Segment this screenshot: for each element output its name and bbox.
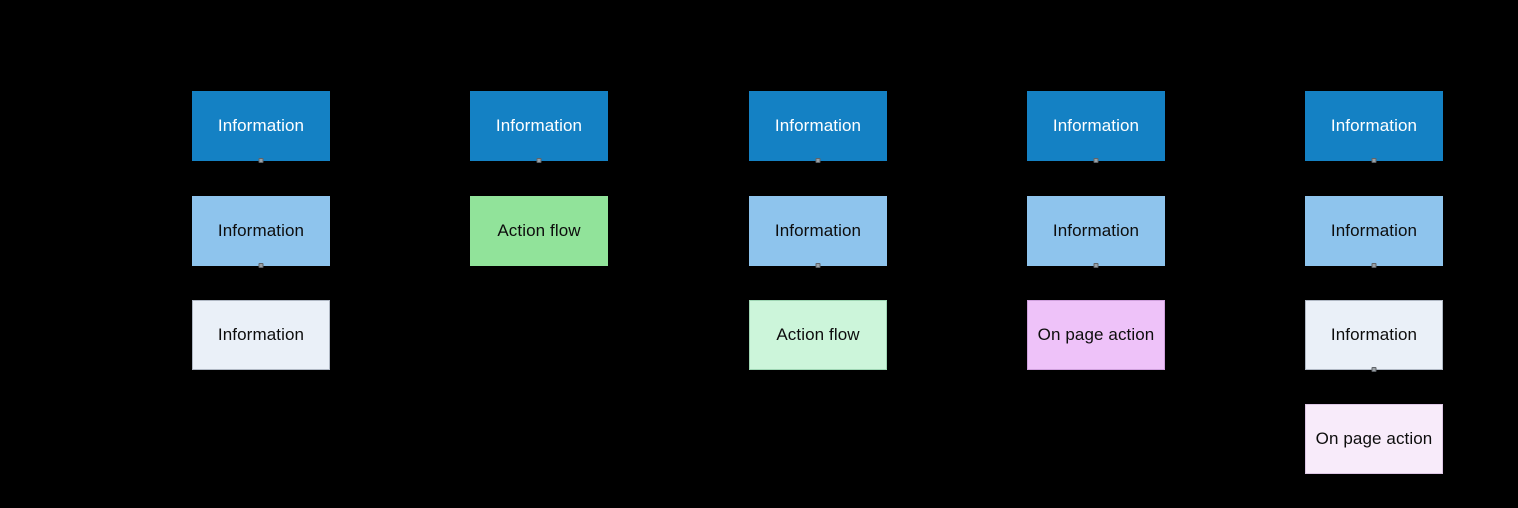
connector-port-dot[interactable] — [1093, 263, 1099, 268]
flow-node-c4r2[interactable]: Information — [1027, 196, 1165, 268]
flow-node-c5r4[interactable]: On page action — [1305, 404, 1443, 474]
flow-node-label: On page action — [1037, 325, 1155, 344]
flow-node-label: Action flow — [497, 221, 581, 240]
flow-node-c4r1[interactable]: Information — [1027, 91, 1165, 163]
flow-node-label: Action flow — [776, 325, 860, 344]
flow-node-c1r3[interactable]: Information — [192, 300, 330, 370]
connector-port-dot[interactable] — [815, 158, 821, 163]
flow-node-c5r2[interactable]: Information — [1305, 196, 1443, 268]
flow-node-c1r2[interactable]: Information — [192, 196, 330, 268]
connector-port-dot[interactable] — [1371, 367, 1377, 372]
connector-port-dot[interactable] — [1371, 263, 1377, 268]
flow-node-label: Information — [217, 116, 305, 135]
flow-node-c2r2[interactable]: Action flow — [470, 196, 608, 266]
flow-node-label: Information — [217, 221, 305, 240]
flow-node-c3r2[interactable]: Information — [749, 196, 887, 268]
flow-node-label: Information — [1330, 221, 1418, 240]
flow-node-c1r1[interactable]: Information — [192, 91, 330, 163]
flow-node-c4r3[interactable]: On page action — [1027, 300, 1165, 370]
flow-node-c3r1[interactable]: Information — [749, 91, 887, 163]
connector-port-dot[interactable] — [1093, 158, 1099, 163]
flow-node-label: Information — [1052, 116, 1140, 135]
flow-node-label: Information — [774, 221, 862, 240]
flow-node-label: Information — [495, 116, 583, 135]
flow-node-c3r3[interactable]: Action flow — [749, 300, 887, 370]
flow-node-c2r1[interactable]: Information — [470, 91, 608, 163]
connector-port-dot[interactable] — [258, 158, 264, 163]
connector-port-dot[interactable] — [815, 263, 821, 268]
flow-node-label: Information — [1330, 116, 1418, 135]
flow-node-label: Information — [1052, 221, 1140, 240]
connector-port-dot[interactable] — [536, 158, 542, 163]
flow-node-c5r1[interactable]: Information — [1305, 91, 1443, 163]
flow-node-label: On page action — [1315, 429, 1433, 448]
flow-node-c5r3[interactable]: Information — [1305, 300, 1443, 372]
flow-node-label: Information — [1330, 325, 1418, 344]
flow-node-label: Information — [774, 116, 862, 135]
connector-port-dot[interactable] — [1371, 158, 1377, 163]
connector-port-dot[interactable] — [258, 263, 264, 268]
flow-node-label: Information — [217, 325, 305, 344]
